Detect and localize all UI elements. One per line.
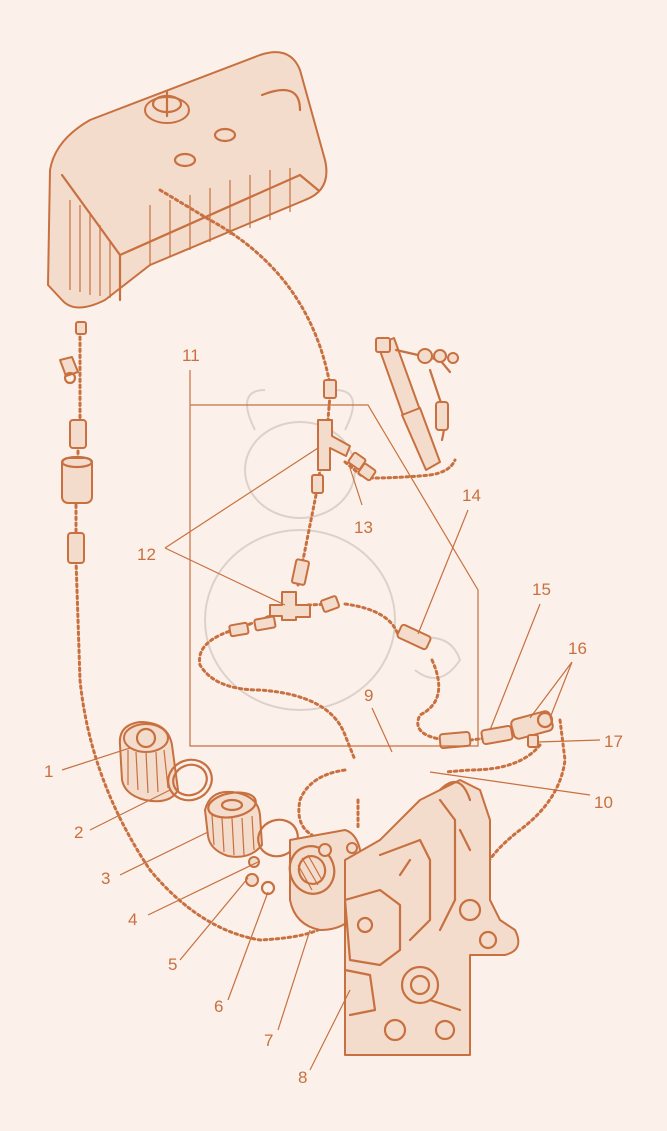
- callout-11-frame: [189, 370, 479, 747]
- callout-9: 9: [364, 686, 373, 705]
- leader-lines: [61, 447, 601, 1071]
- callout-5: 5: [168, 955, 177, 974]
- callout-16: 16: [568, 639, 587, 658]
- callout-2: 2: [74, 823, 83, 842]
- callout-7: 7: [264, 1031, 273, 1050]
- callout-11: 11: [182, 346, 200, 365]
- callout-12: 12: [137, 545, 156, 564]
- callout-14: 14: [462, 486, 481, 505]
- washer-and-screw: [245, 856, 276, 896]
- fuel-tank: [47, 51, 328, 309]
- callout-8: 8: [298, 1068, 307, 1087]
- callout-labels: 1 2 3 4 5 6 7 8 9 10 11 12 13 14 15 16 1…: [44, 346, 623, 1087]
- callout-15: 15: [532, 580, 551, 599]
- injector-assembly: [375, 337, 459, 471]
- callout-3: 3: [101, 869, 110, 888]
- callout-13: 13: [354, 518, 373, 537]
- fittings: [228, 379, 554, 750]
- filter-seal-ring: [167, 758, 213, 802]
- callout-17: 17: [604, 732, 623, 751]
- filter-bowl: [118, 721, 179, 803]
- fuel-lines: [74, 188, 567, 942]
- hose-tank-outlet: [158, 188, 332, 387]
- filter-element: [204, 790, 263, 858]
- hose-tank-to-filter: [74, 323, 320, 942]
- callout-1: 1: [44, 762, 53, 781]
- engine-block: [343, 779, 520, 1056]
- callout-6: 6: [214, 997, 223, 1016]
- callout-10: 10: [594, 793, 613, 812]
- callout-4: 4: [128, 910, 137, 929]
- inline-fuel-filter: [59, 321, 94, 564]
- watermark-figure: [204, 389, 462, 711]
- o-ring: [257, 818, 299, 858]
